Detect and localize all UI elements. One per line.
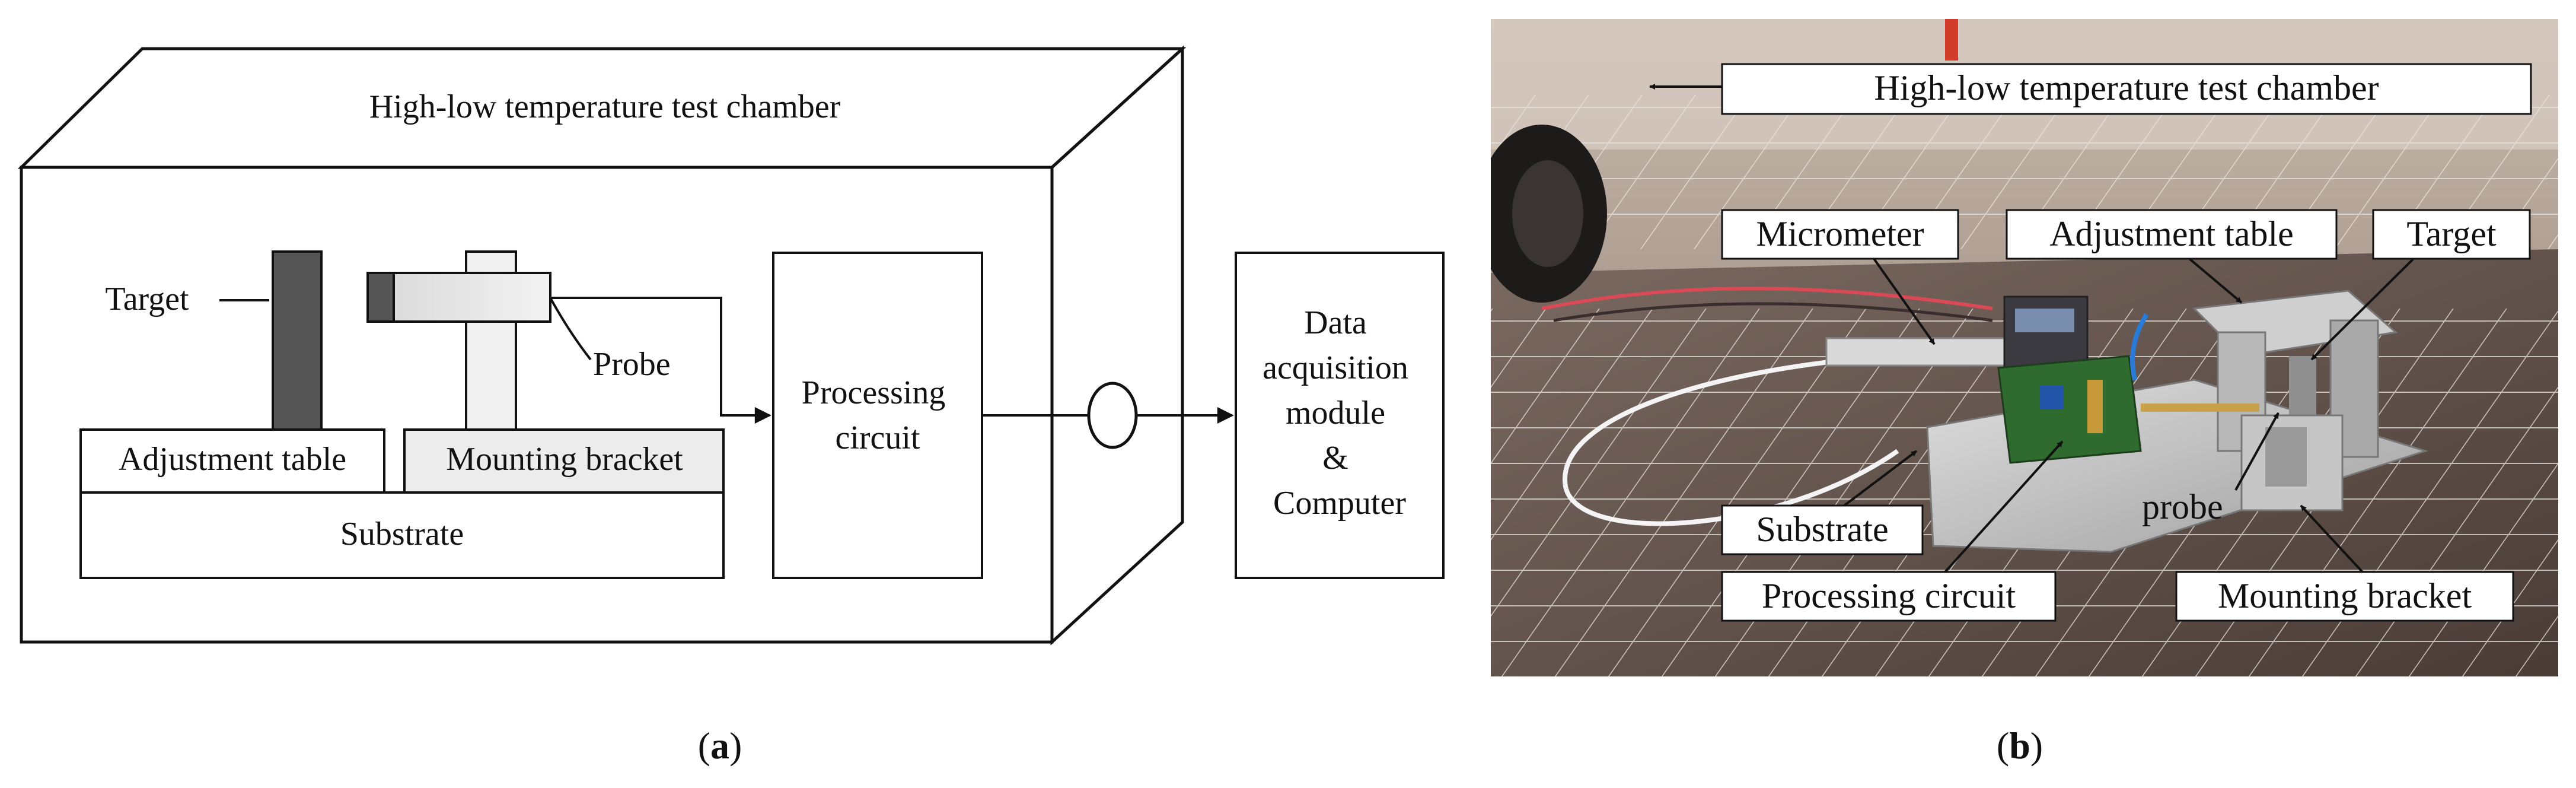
daq-line-3: module [1286,395,1385,431]
panel-a-schematic: High-low temperature test chamber Target… [17,45,1445,767]
caption-a: (a) [698,725,742,767]
photo-chamber-label: High-low temperature test chamber [1874,68,2379,107]
photo-chamber-label-box [1721,63,2532,115]
daq-line-2: acquisition [1263,349,1408,386]
probe-tip [366,272,395,323]
photo-micrometer-label: Micrometer [1756,214,1924,253]
photo-mounting-bracket-box [2175,571,2514,622]
caption-b: (b) [1997,725,2043,767]
photo-pcb [1997,355,2142,464]
daq-line-1: Data [1304,304,1367,341]
daq-line-4: & [1322,440,1348,476]
panel-b-photo: High-low temperature test chamber Microm… [1491,19,2558,767]
adjustment-table-label: Adjustment table [119,441,346,478]
mounting-bracket [403,428,725,494]
photo-probe-label: probe [2142,487,2223,526]
chamber-label: High-low temperature test chamber [369,88,841,125]
processing-circuit-line-2: circuit [835,420,920,456]
chamber-box [17,45,1187,646]
substrate [79,491,725,579]
photo-processing-circuit-label: Processing circuit [1762,576,2016,615]
daq-label: Data acquisition module & Computer [1263,304,1417,522]
mounting-bracket-label: Mounting bracket [446,441,683,478]
processing-circuit-line-1: Processing [802,374,946,411]
feedthrough-ring [1087,382,1138,449]
daq-line-5: Computer [1273,485,1406,522]
photo-target-label: Target [2406,214,2497,253]
photo-substrate-label: Substrate [1756,510,1888,549]
substrate-label: Substrate [340,516,464,552]
target-block [272,250,323,431]
photo-scene [1491,19,2558,676]
photo-substrate-box [1721,504,1924,555]
target-label: Target [105,281,189,317]
daq-box [1235,252,1445,579]
probe-label: Probe [593,346,671,383]
probe-body [366,272,551,323]
photo-processing-circuit-box [1721,571,2057,622]
photo-target-box [2372,209,2531,260]
photo-adjustment-table-label: Adjustment table [2049,214,2294,253]
photo-micrometer-box [1721,209,1959,260]
probe-wire [550,297,771,424]
processing-circuit-box [772,252,983,579]
processing-circuit-label: Processing circuit [802,374,954,456]
photo-adjustment-table-box [2006,209,2338,260]
photo-mounting-bracket-label: Mounting bracket [2218,576,2472,615]
